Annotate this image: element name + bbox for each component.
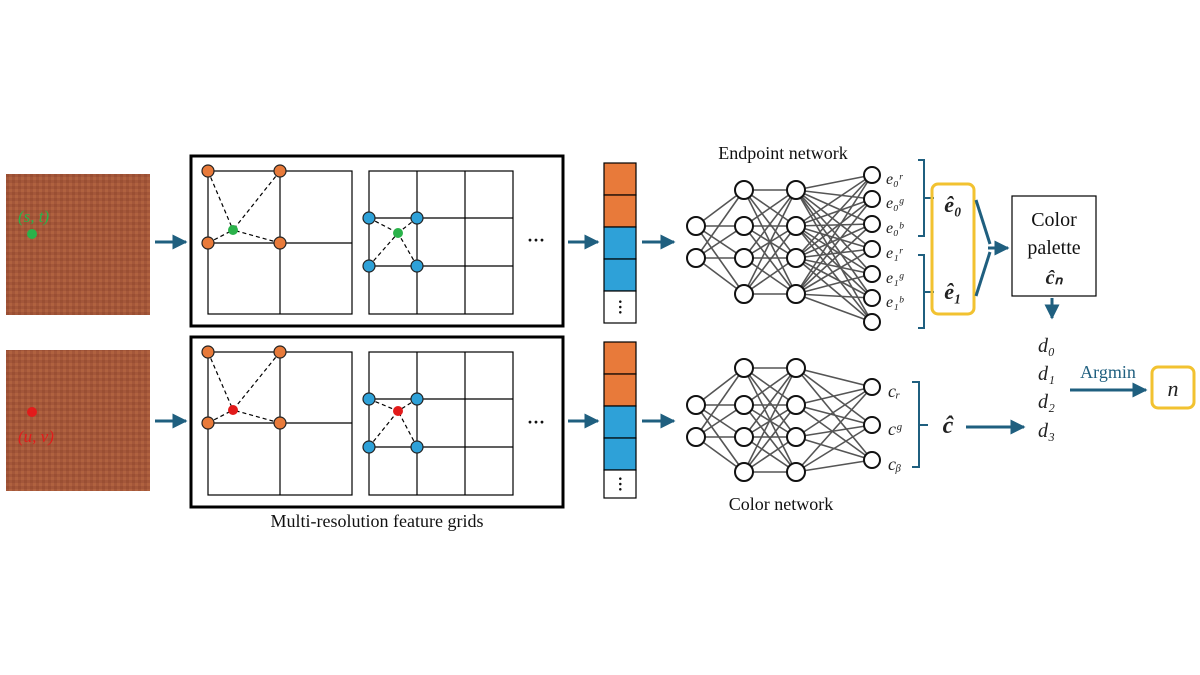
- network-node: [786, 427, 806, 447]
- feature-vector-bottom: [603, 341, 637, 499]
- feature-vector-top: [603, 162, 637, 324]
- distance-label: d₃: [1038, 420, 1055, 442]
- e0-hat-label: ê₀: [944, 192, 961, 217]
- network-node: [786, 180, 806, 200]
- endpoint-network-label: Endpoint network: [718, 143, 847, 163]
- color-network: [686, 358, 881, 482]
- endpoint-highlight-box: [930, 182, 976, 316]
- grid-vertices-bottom: [201, 345, 424, 454]
- coord-label-bottom: (u, v): [18, 427, 54, 446]
- grids-caption: Multi-resolution feature grids: [271, 511, 484, 531]
- distance-labels: d₀ d₁ d₂ d₃: [1038, 335, 1055, 442]
- network-node: [786, 358, 806, 378]
- grid-ellipsis-top: ···: [527, 230, 545, 250]
- network-node: [734, 180, 754, 200]
- color-output-labels: cᵣ cᵍ cᵦ: [888, 381, 902, 474]
- coord-label-top: (s, t): [18, 207, 50, 226]
- network-node: [686, 395, 706, 415]
- network-node: [786, 216, 806, 236]
- output-index-box: [1150, 365, 1196, 410]
- network-node: [863, 313, 881, 331]
- distance-label: d₂: [1038, 391, 1055, 413]
- network-node: [863, 451, 881, 469]
- network-node: [734, 358, 754, 378]
- network-node: [863, 190, 881, 208]
- endpoint-output-label: e₀ᵇ: [886, 220, 905, 237]
- endpoint-output-label: e₁ᵍ: [886, 270, 905, 287]
- palette-title-line1: Color: [1031, 209, 1077, 231]
- feature-grid-box-bottom: [189, 335, 565, 509]
- network-node: [863, 240, 881, 258]
- network-node: [734, 462, 754, 482]
- endpoint-output-label: e₀ᵍ: [886, 195, 905, 212]
- network-node: [734, 395, 754, 415]
- merge-arrow: [974, 199, 1010, 297]
- endpoint-network: [686, 166, 881, 331]
- network-node: [863, 378, 881, 396]
- distance-label: d₀: [1038, 335, 1055, 357]
- network-node: [686, 248, 706, 268]
- network-node: [686, 427, 706, 447]
- network-node: [863, 289, 881, 307]
- network-node: [786, 248, 806, 268]
- endpoint-output-label: e₁ᵇ: [886, 294, 905, 311]
- color-output-label: cᵦ: [888, 454, 901, 474]
- endpoint-output-label: e₁ʳ: [886, 245, 904, 262]
- input-texture-bottom: [6, 350, 150, 491]
- network-node: [734, 216, 754, 236]
- query-point-bottom: [27, 407, 37, 417]
- color-bracket: [912, 381, 928, 468]
- query-point-top: [27, 229, 37, 239]
- endpoint-output-labels: e₀ʳ e₀ᵍ e₀ᵇ e₁ʳ e₁ᵍ e₁ᵇ: [886, 171, 905, 311]
- vector-ellipsis-top: ···: [611, 299, 628, 315]
- color-output-label: cᵣ: [888, 381, 900, 401]
- network-node: [686, 216, 706, 236]
- input-texture-top: [6, 174, 150, 315]
- grid-ellipsis-bottom: ···: [527, 412, 545, 432]
- vector-ellipsis-bottom: ···: [611, 476, 628, 492]
- network-node: [786, 395, 806, 415]
- c-hat-label: ĉ: [943, 413, 955, 439]
- output-index-label: n: [1168, 376, 1179, 401]
- fine-grid-top: [368, 170, 514, 315]
- network-node: [863, 416, 881, 434]
- network-node: [863, 265, 881, 283]
- color-output-label: cᵍ: [888, 419, 902, 439]
- palette-symbol: ĉₙ: [1046, 267, 1064, 289]
- color-palette-box: [1011, 195, 1097, 297]
- network-node: [786, 462, 806, 482]
- network-node: [734, 248, 754, 268]
- network-node: [863, 166, 881, 184]
- network-node: [786, 284, 806, 304]
- grid-vertices-top: [201, 164, 424, 273]
- color-network-label: Color network: [729, 494, 833, 514]
- network-node: [863, 215, 881, 233]
- fine-grid-bottom: [368, 351, 514, 496]
- feature-grid-box-top: [189, 154, 565, 328]
- distance-label: d₁: [1038, 363, 1055, 385]
- argmin-label: Argmin: [1080, 362, 1136, 382]
- endpoint-output-label: e₀ʳ: [886, 171, 904, 188]
- network-node: [734, 284, 754, 304]
- network-node: [734, 427, 754, 447]
- e1-hat-label: ê₁: [944, 279, 961, 304]
- palette-title-line2: palette: [1027, 237, 1080, 259]
